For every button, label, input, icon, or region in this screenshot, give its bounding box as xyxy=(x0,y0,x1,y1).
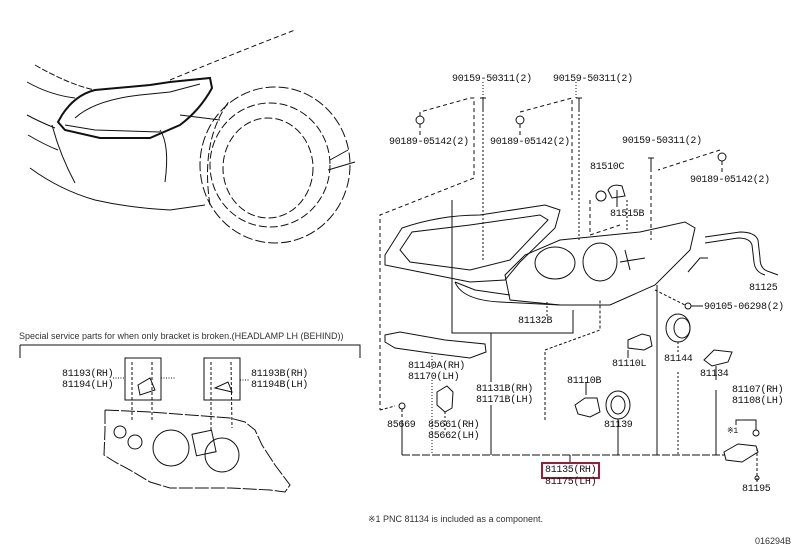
part-label-clip-90189-c[interactable]: 90189-05142(2) xyxy=(690,175,770,186)
part-label-81510c[interactable]: 81510C xyxy=(590,162,625,173)
part-label-81110l[interactable]: 81110L xyxy=(612,359,647,370)
headlamp-assembly-illustration xyxy=(379,80,779,482)
part-label-81131b-rh[interactable]: 81131B(RH) xyxy=(476,384,534,395)
part-label-85661-rh[interactable]: 85661(RH) xyxy=(428,420,480,431)
part-label-81175-lh[interactable]: 81175(LH) xyxy=(545,477,597,488)
part-label-clip-90189-a[interactable]: 90189-05142(2) xyxy=(389,137,469,148)
car-front-illustration xyxy=(26,29,356,244)
part-label-81193-rh[interactable]: 81193(RH) xyxy=(62,369,114,380)
part-label-81125[interactable]: 81125 xyxy=(749,283,778,294)
special-service-box xyxy=(19,344,361,493)
part-label-81195[interactable]: 81195 xyxy=(742,484,771,495)
part-label-81132b[interactable]: 81132B xyxy=(518,316,553,327)
part-label-81108-lh[interactable]: 81108(LH) xyxy=(732,396,784,407)
part-label-81110b[interactable]: 81110B xyxy=(567,376,602,387)
part-label-screw-90159-a[interactable]: 90159-50311(2) xyxy=(452,74,532,85)
part-label-81140a-rh[interactable]: 81140A(RH) xyxy=(408,361,466,372)
part-label-bolt-90105[interactable]: 90105-06298(2) xyxy=(704,302,784,313)
part-label-85662-lh[interactable]: 85662(LH) xyxy=(428,431,480,442)
note-mark-1: ※1 xyxy=(727,427,738,436)
footnote: ※1 PNC 81134 is included as a component. xyxy=(368,514,543,524)
part-label-81194b-lh[interactable]: 81194B(LH) xyxy=(251,380,309,391)
part-label-85669[interactable]: 85669 xyxy=(387,420,416,431)
part-label-screw-90159-c[interactable]: 90159-50311(2) xyxy=(622,136,702,147)
part-label-81135-rh[interactable]: 81135(RH) xyxy=(545,465,597,476)
special-service-note: Special service parts for when only brac… xyxy=(19,331,344,341)
part-label-81170-lh[interactable]: 81170(LH) xyxy=(408,372,460,383)
part-label-81193b-rh[interactable]: 81193B(RH) xyxy=(251,369,309,380)
part-label-81171b-lh[interactable]: 81171B(LH) xyxy=(476,395,534,406)
part-label-screw-90159-b[interactable]: 90159-50311(2) xyxy=(553,74,633,85)
part-label-clip-90189-b[interactable]: 90189-05142(2) xyxy=(490,137,570,148)
part-label-81107-rh[interactable]: 81107(RH) xyxy=(732,385,784,396)
part-label-81515b[interactable]: 81515B xyxy=(610,209,645,220)
selected-part-highlight xyxy=(541,462,600,479)
part-label-81139[interactable]: 81139 xyxy=(604,420,633,431)
part-label-81194-lh[interactable]: 81194(LH) xyxy=(62,380,114,391)
part-label-81134[interactable]: 81134 xyxy=(700,369,729,380)
figure-id: 016294B xyxy=(755,536,792,546)
part-label-81144[interactable]: 81144 xyxy=(664,354,693,365)
